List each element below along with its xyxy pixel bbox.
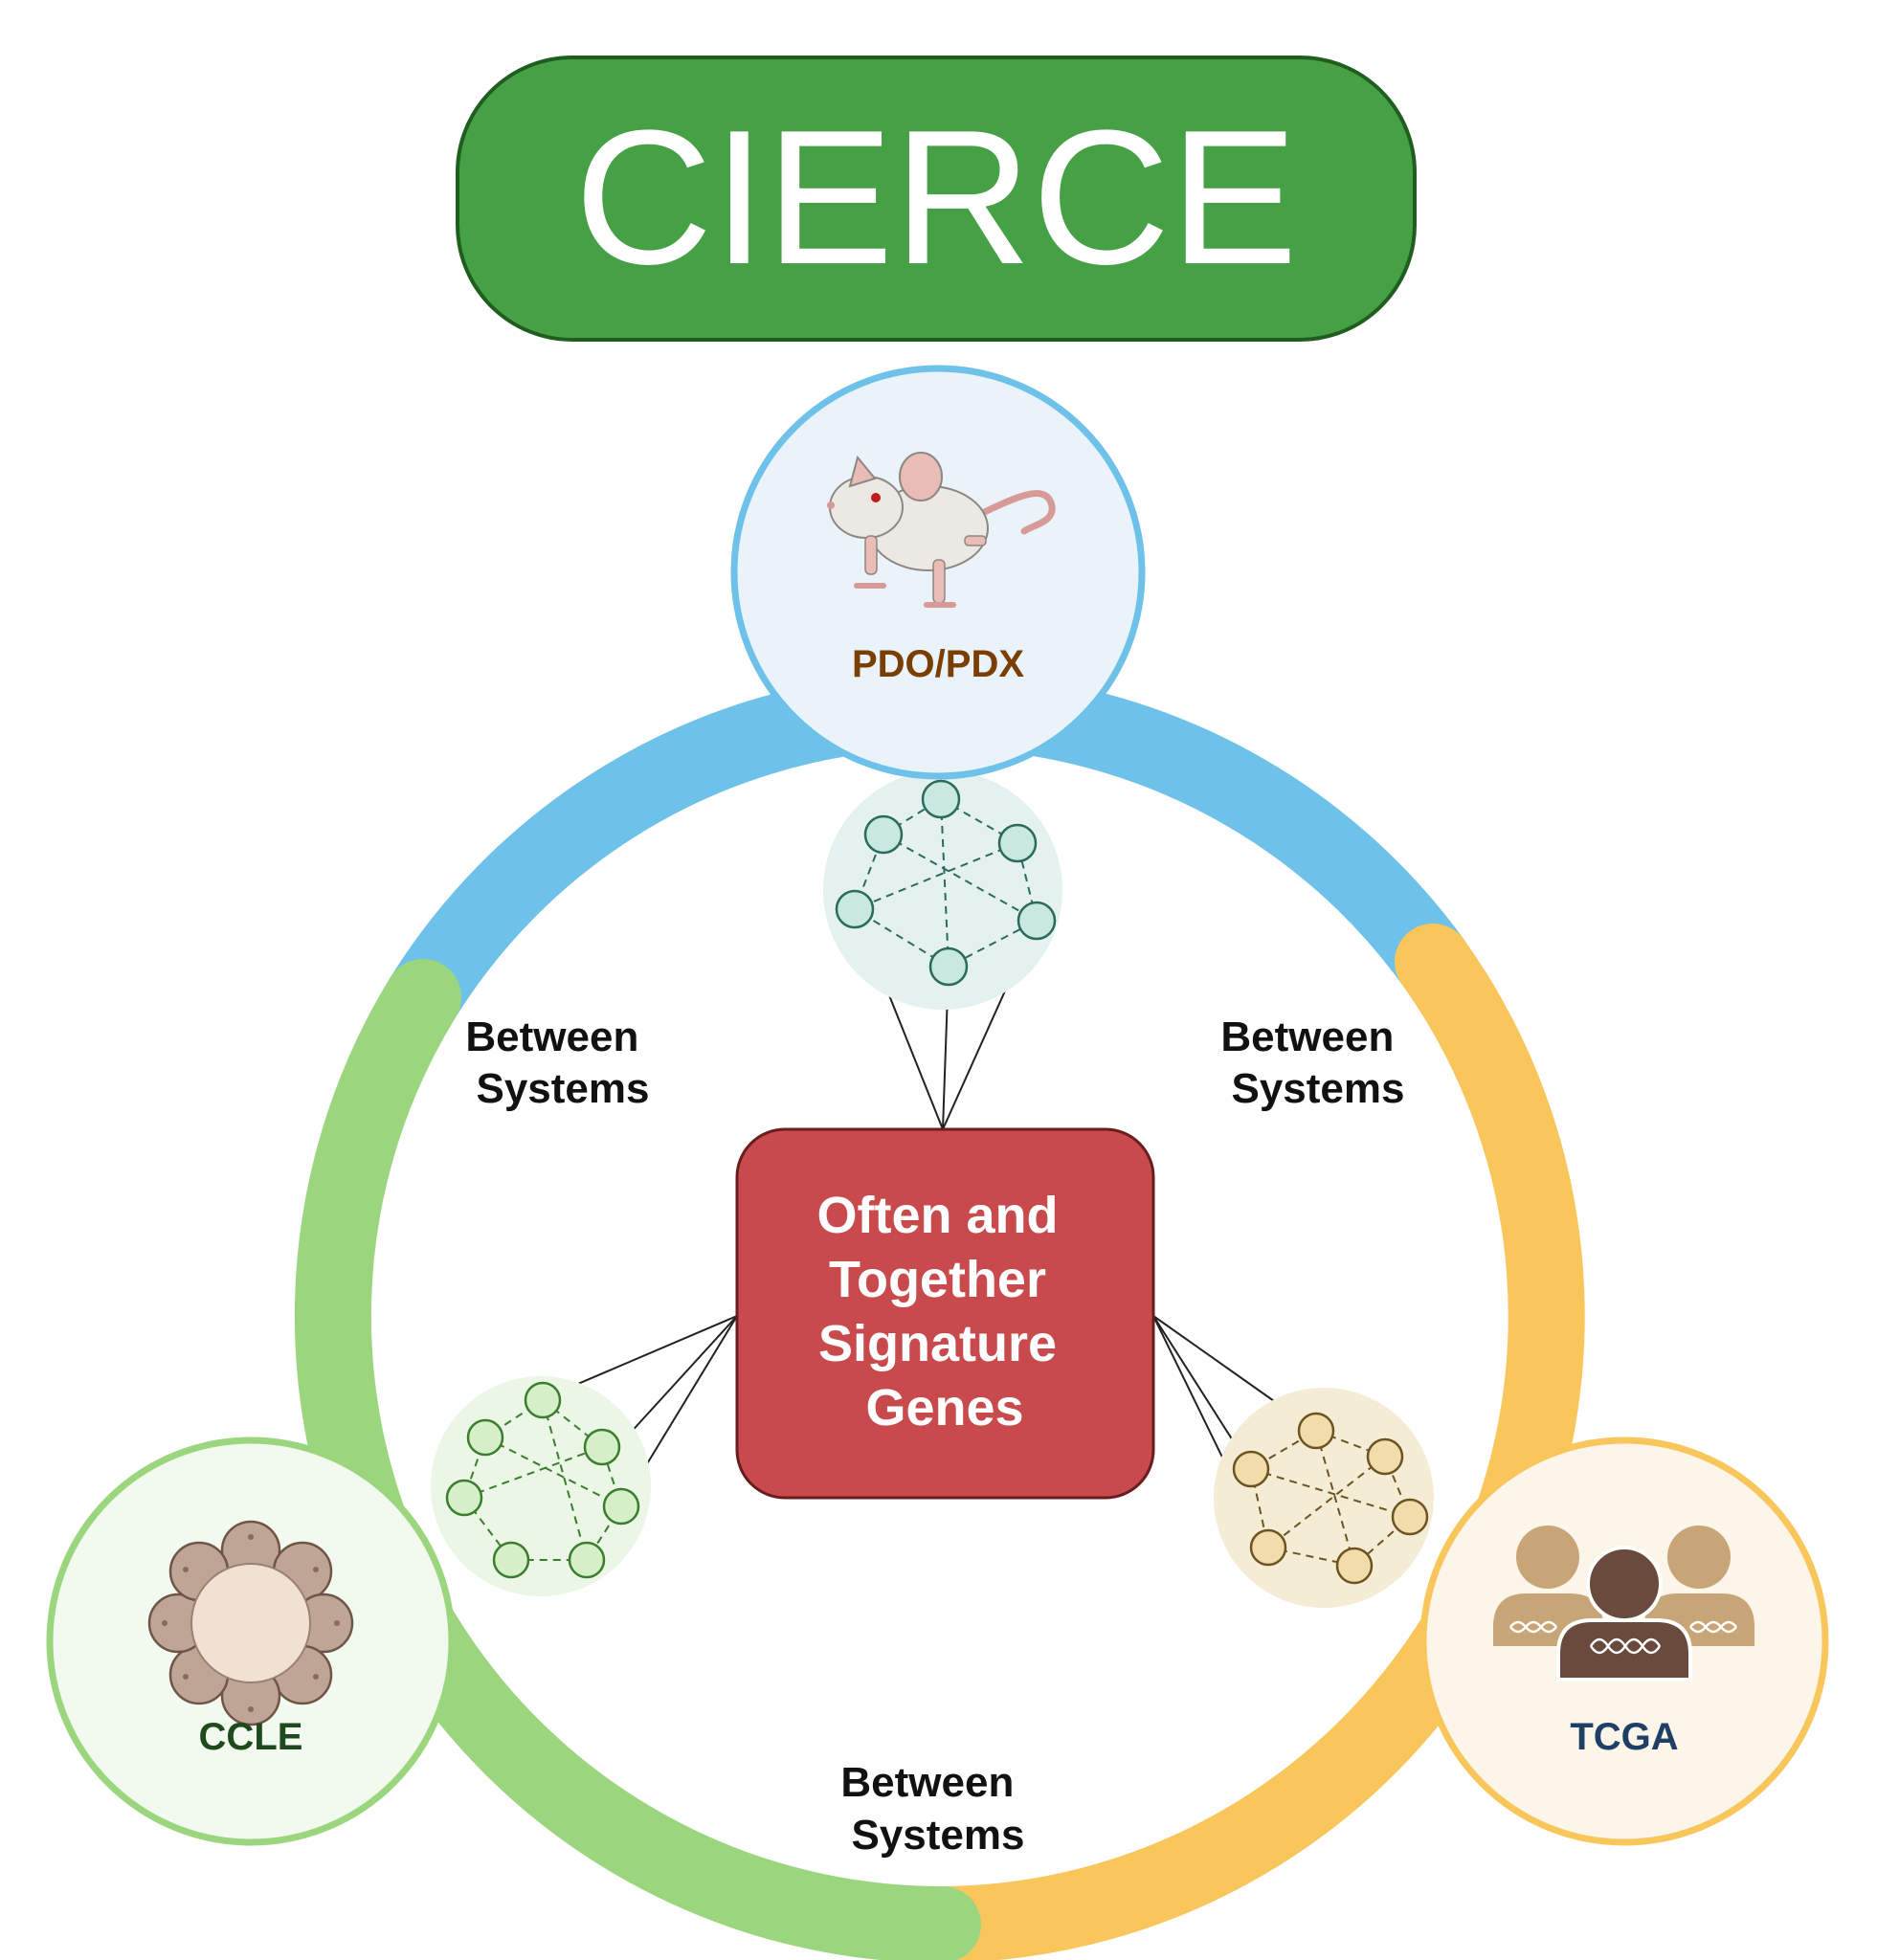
network-pdo: [823, 770, 1062, 1010]
network-tcga: [1214, 1388, 1434, 1608]
title-banner: CIERCE: [456, 56, 1417, 342]
node-ccle: CCLE: [46, 1437, 456, 1846]
node-pdo-pdx: PDO/PDX: [730, 365, 1146, 780]
edge-label-bottom: Between Systems: [840, 1759, 1025, 1859]
node-label-tcga: TCGA: [1570, 1716, 1678, 1758]
center-box: Often and Together Signature Genes: [735, 1127, 1155, 1500]
center-line-3: Signature: [818, 1315, 1057, 1372]
title-text: CIERCE: [574, 91, 1298, 304]
node-label-pdo: PDO/PDX: [852, 643, 1024, 685]
mouse-icon: [827, 452, 1056, 608]
node-tcga: TCGA: [1419, 1437, 1829, 1846]
cell-line-organoid-icon: [147, 1520, 354, 1726]
center-line-1: Often and: [816, 1187, 1058, 1244]
center-label: Often and Together Signature Genes: [816, 1187, 1072, 1437]
network-ccle: [431, 1376, 651, 1596]
edge-label-right: Between Systems: [1220, 1013, 1405, 1112]
center-line-2: Together: [829, 1251, 1046, 1308]
node-label-ccle: CCLE: [199, 1716, 303, 1758]
patients-dna-icon: [1493, 1526, 1754, 1682]
edge-label-left: Between Systems: [465, 1013, 650, 1112]
center-line-4: Genes: [865, 1379, 1023, 1437]
